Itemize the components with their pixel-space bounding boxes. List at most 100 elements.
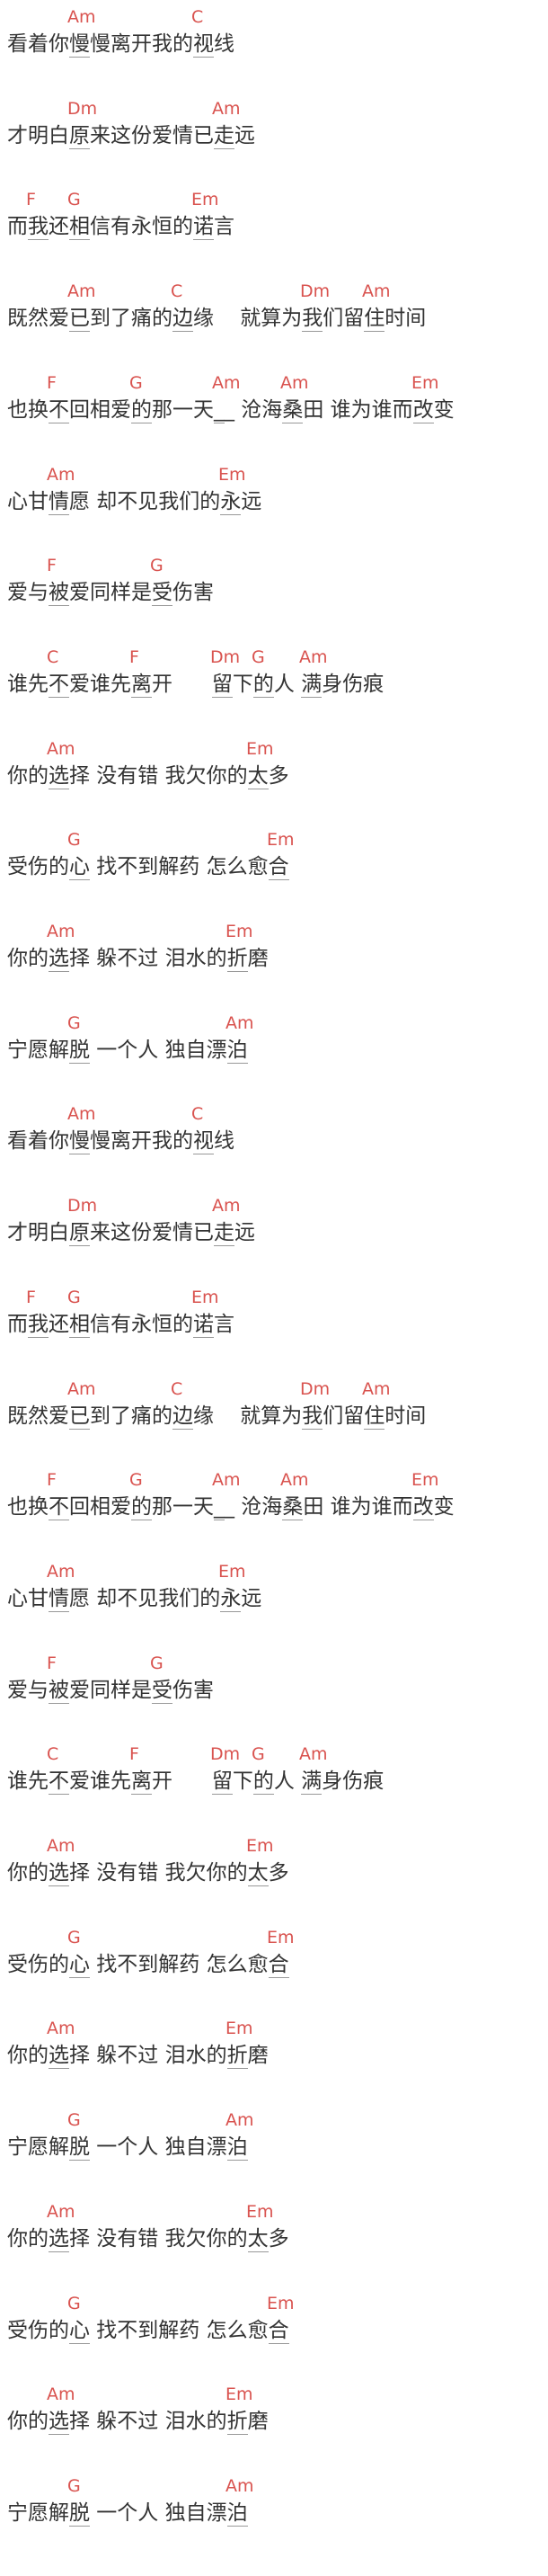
lyric-segment: 们留 bbox=[323, 1404, 365, 1428]
chord-label: Dm bbox=[300, 281, 331, 302]
lyric-segment: 受伤的 bbox=[7, 1952, 69, 1976]
lyric-segment: 田 谁为谁而 bbox=[303, 1495, 413, 1520]
lyric-segment: 而 bbox=[7, 1312, 28, 1336]
chord-label: Am bbox=[212, 1470, 241, 1491]
lyric-text: 宁愿解脱 一个人 独自漂泊 bbox=[7, 1037, 248, 1064]
chord-anchor-char: 诺 bbox=[193, 215, 214, 241]
lyric-segment: 才明白 bbox=[7, 123, 69, 147]
chord-label: G bbox=[67, 2475, 81, 2496]
chord-anchor-char: 太 bbox=[247, 1861, 269, 1886]
lyric-segment: 你的 bbox=[7, 1861, 49, 1885]
lyric-segment: 愿 却不见我们的 bbox=[69, 1586, 221, 1610]
lyric-segment: 心甘 bbox=[7, 489, 49, 513]
chord-anchor-char: 我 bbox=[28, 215, 49, 241]
chord-label: Am bbox=[67, 1104, 96, 1125]
chord-label: Am bbox=[212, 1196, 241, 1217]
lyric-segment: 一个人 独自漂 bbox=[90, 2500, 227, 2525]
lyric-text: 宁愿解脱 一个人 独自漂泊 bbox=[7, 2134, 248, 2162]
chord-anchor-char: 住 bbox=[364, 1404, 385, 1430]
lyric-text: 你的选择 没有错 我欠你的太多 bbox=[7, 2225, 289, 2252]
chord-anchor-char: 脱 bbox=[69, 2135, 90, 2162]
lyric-segment: 人 bbox=[273, 1769, 302, 1794]
chord-label: C bbox=[47, 646, 59, 667]
lyric-segment: 爱谁先 bbox=[69, 1769, 131, 1794]
lyric-segment: 线 bbox=[214, 32, 234, 56]
lyric-text: 而我还相信有永恒的诺言 bbox=[7, 1311, 234, 1338]
lyric-segment: 远 bbox=[241, 489, 262, 513]
lyric-segment: 谁先 bbox=[7, 1769, 49, 1794]
chord-label: Am bbox=[47, 2019, 75, 2039]
lyric-segment: 受伤的 bbox=[7, 2318, 69, 2342]
lyric-text: 也换不回相爱的那一天__ 沧海桑田 谁为谁而改变 bbox=[7, 1493, 455, 1521]
lyric-segment: 你的 bbox=[7, 2410, 49, 2434]
chord-anchor-char: 视 bbox=[193, 32, 214, 58]
chord-anchor-char: 心 bbox=[69, 1952, 90, 1978]
chord-anchor-char: 折 bbox=[226, 2410, 248, 2436]
lyric-segment: _ 沧海 bbox=[224, 397, 283, 422]
lyric-segment: 多 bbox=[268, 2226, 289, 2251]
chord-label: Em bbox=[191, 1287, 219, 1307]
chord-label: Em bbox=[411, 1470, 439, 1491]
chord-anchor-char: 留 bbox=[211, 672, 233, 698]
lyric-segment: 远 bbox=[234, 1221, 255, 1245]
chord-anchor-char: 已 bbox=[69, 1404, 90, 1430]
lyric-segment: 你的 bbox=[7, 763, 49, 788]
lyric-segment: 谁先 bbox=[7, 672, 49, 696]
chord-anchor-char: 选 bbox=[49, 947, 69, 972]
chord-label: C bbox=[47, 1744, 59, 1765]
chord-anchor-char: 的 bbox=[131, 397, 152, 423]
chord-label: G bbox=[67, 1927, 81, 1948]
lyric-segment: _ 沧海 bbox=[224, 1495, 283, 1520]
chord-label: Em bbox=[267, 2293, 295, 2313]
lyric-segment: 宁愿解 bbox=[7, 2135, 69, 2160]
lyric-segment: 多 bbox=[268, 1861, 289, 1885]
chord-label: Dm bbox=[67, 1196, 98, 1217]
chord-label: C bbox=[171, 1378, 183, 1399]
lyric-text: 心甘情愿 却不见我们的永远 bbox=[7, 488, 261, 515]
chord-label: Am bbox=[47, 1836, 75, 1856]
lyric-segment: 爱同样是 bbox=[69, 581, 152, 605]
chord-anchor-char: 不 bbox=[49, 1769, 69, 1796]
chord-anchor-char: 永 bbox=[220, 489, 242, 515]
lyric-text: 谁先不爱谁先离开 留下的人 满身伤痕 bbox=[7, 1768, 384, 1796]
lyric-text: 看着你慢慢离开我的视线 bbox=[7, 31, 234, 58]
chord-anchor-char: 折 bbox=[226, 947, 248, 972]
lyric-segment: 们留 bbox=[323, 307, 365, 331]
chord-label: Em bbox=[218, 464, 246, 485]
chord-label: G bbox=[67, 190, 81, 210]
lyric-segment: 择 躲不过 泪水的 bbox=[69, 2410, 227, 2434]
lyric-text: 才明白原来这份爱情已走远 bbox=[7, 1219, 255, 1247]
lyric-segment: 远 bbox=[241, 1586, 262, 1610]
lyric-segment: 择 躲不过 泪水的 bbox=[69, 2044, 227, 2068]
lyric-segment: 言 bbox=[214, 1312, 234, 1336]
chord-anchor-char: _ bbox=[214, 1495, 225, 1521]
lyric-text: 你的选择 躲不过 泪水的折磨 bbox=[7, 945, 269, 972]
chord-anchor-char: 被 bbox=[49, 581, 69, 607]
chord-anchor-char: 折 bbox=[226, 2044, 248, 2070]
lyric-segment: 爱谁先 bbox=[69, 672, 131, 696]
lyric-segment: 也换 bbox=[7, 1495, 49, 1520]
lyric-segment: 还 bbox=[49, 215, 69, 239]
lyric-segment: 下 bbox=[232, 1769, 253, 1794]
lyric-segment: 慢离开我的 bbox=[90, 1129, 193, 1154]
chord-label: F bbox=[129, 1744, 139, 1765]
chord-label: F bbox=[26, 1287, 36, 1307]
chord-label: Dm bbox=[210, 1744, 241, 1765]
chord-label: Am bbox=[362, 281, 391, 302]
lyric-segment: 找不到解药 怎么愈 bbox=[90, 2318, 269, 2342]
chord-label: Em bbox=[191, 190, 219, 210]
chord-anchor-char: 选 bbox=[49, 2226, 69, 2252]
lyric-text: 受伤的心 找不到解药 怎么愈合 bbox=[7, 1951, 289, 1978]
lyric-segment: 也换 bbox=[7, 397, 49, 422]
lyric-text: 受伤的心 找不到解药 怎么愈合 bbox=[7, 853, 289, 881]
lyric-segment: 磨 bbox=[247, 2410, 269, 2434]
